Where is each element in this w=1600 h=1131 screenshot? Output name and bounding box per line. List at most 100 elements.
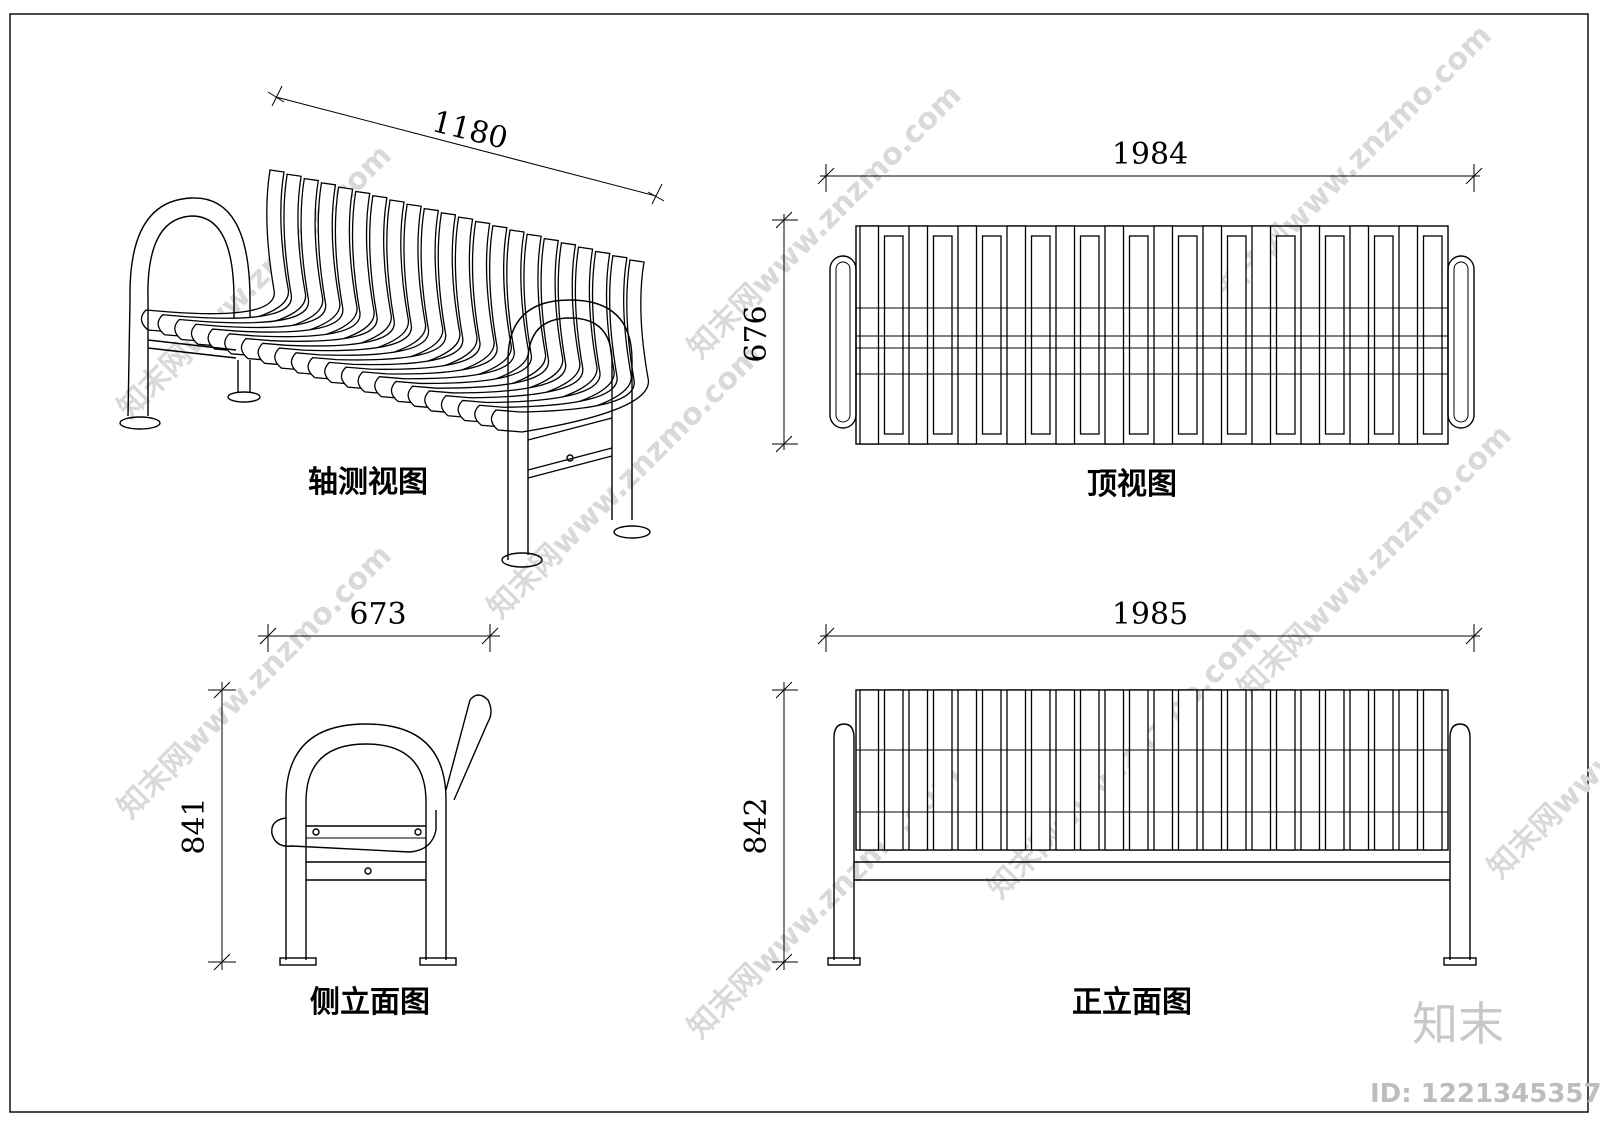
top-slat <box>1300 225 1321 445</box>
top-dimension-tick <box>775 211 793 229</box>
front-dimension-tick <box>817 627 835 645</box>
axo-slat <box>340 220 495 390</box>
top-slats <box>856 225 1448 445</box>
axo-left-armrest-inner <box>147 215 235 416</box>
top-dimension-tick <box>1465 167 1483 185</box>
top-dimension-tick <box>817 167 835 185</box>
axo-cross-rail <box>527 417 613 441</box>
side-foot-plate <box>419 957 457 966</box>
top-slat <box>1079 235 1100 435</box>
side-seat-profile <box>271 810 437 853</box>
axo-caption: 轴测视图 <box>308 465 428 500</box>
front-caption: 正立面图 <box>1072 985 1192 1020</box>
axo-slat <box>207 186 358 352</box>
top-slat <box>1030 235 1051 435</box>
top-slat <box>1006 225 1027 445</box>
front-slat <box>1422 689 1443 851</box>
top-slat <box>1349 225 1370 445</box>
front-slat <box>981 689 1002 851</box>
front-slat <box>1055 689 1076 851</box>
front-slat <box>1104 689 1125 851</box>
front-right-leg <box>1449 723 1471 960</box>
axo-slat <box>324 216 478 386</box>
top-view: 1984 676 顶视图 <box>739 137 1483 502</box>
watermark-layer: 知末网www.znzmo.com知末网www.znzmo.com知末网www.z… <box>111 18 1600 1046</box>
front-dimension-tick <box>1465 627 1483 645</box>
side-dimension-tick <box>213 953 231 971</box>
axo-cross-rail <box>147 347 237 359</box>
top-slat <box>1128 235 1149 435</box>
axo-slat <box>390 233 547 405</box>
axo-foot-plate <box>119 416 161 430</box>
top-slat <box>859 225 880 445</box>
top-slat <box>981 235 1002 435</box>
front-slat <box>957 689 978 851</box>
front-slat <box>1300 689 1321 851</box>
side-foot-plate <box>279 957 317 966</box>
side-dimension-depth: 673 <box>349 597 406 632</box>
top-slat <box>1398 225 1419 445</box>
front-dimension-tick <box>775 681 793 699</box>
top-slat <box>1226 235 1247 435</box>
axonometric-view: 1180 轴测视图 <box>119 85 665 568</box>
axo-slat <box>424 242 581 414</box>
top-slat <box>932 235 953 435</box>
top-slat <box>1177 235 1198 435</box>
axo-dimension-tick <box>647 191 665 202</box>
side-bolt <box>364 867 372 875</box>
brand-watermark: 知末 <box>1412 997 1504 1051</box>
axo-slat <box>307 212 461 381</box>
front-slat <box>1079 689 1100 851</box>
axo-slat <box>407 237 564 409</box>
axo-slat <box>374 229 530 400</box>
front-view: 1985 842 正立面图 <box>739 597 1483 1020</box>
front-slat <box>1202 689 1223 851</box>
front-dimension-height: 842 <box>739 797 774 854</box>
axo-dimension-tick <box>271 85 283 107</box>
front-slat <box>932 689 953 851</box>
front-slat <box>1324 689 1345 851</box>
axo-slat <box>224 190 375 357</box>
front-seat-outline <box>855 689 1449 851</box>
axo-dimension-line <box>275 96 657 197</box>
front-slat <box>883 689 904 851</box>
axo-bench-slats <box>140 169 650 433</box>
top-slat <box>1202 225 1223 445</box>
front-slat <box>1177 689 1198 851</box>
axo-left-armrest <box>127 197 251 417</box>
axo-slat <box>240 194 392 362</box>
front-slat <box>1275 689 1296 851</box>
axo-dimension-length: 1180 <box>429 104 512 156</box>
front-dimension-width: 1985 <box>1112 597 1188 632</box>
top-dimension-width: 1984 <box>1112 137 1188 172</box>
axo-foot-plate <box>227 391 261 403</box>
front-slats <box>856 689 1448 851</box>
front-foot-plate <box>827 957 861 966</box>
top-right-arm-inner <box>1453 261 1469 423</box>
top-slat <box>1055 225 1076 445</box>
top-slat <box>883 235 904 435</box>
side-bolt <box>312 828 320 836</box>
front-slat <box>1128 689 1149 851</box>
side-dimension-tick <box>259 627 277 645</box>
side-armrest-inner <box>305 743 427 960</box>
top-dimension-depth: 676 <box>739 305 774 362</box>
watermark-text: 知末网www.znzmo.com <box>111 538 399 826</box>
axo-slat <box>174 177 324 343</box>
side-caption: 侧立面图 <box>310 985 430 1020</box>
axo-dimension-tick <box>267 91 285 103</box>
front-slat <box>1030 689 1051 851</box>
front-slat <box>1153 689 1174 851</box>
axo-slat <box>140 169 290 333</box>
drawing-frame <box>9 13 1589 1113</box>
top-left-arm <box>829 255 857 429</box>
front-slat <box>1373 689 1394 851</box>
front-left-leg <box>833 723 855 960</box>
axo-cross-rail <box>147 339 237 351</box>
axo-slat <box>440 246 598 419</box>
front-slat <box>1006 689 1027 851</box>
axo-bolt <box>566 454 574 462</box>
side-dimension-height: 841 <box>177 797 212 854</box>
